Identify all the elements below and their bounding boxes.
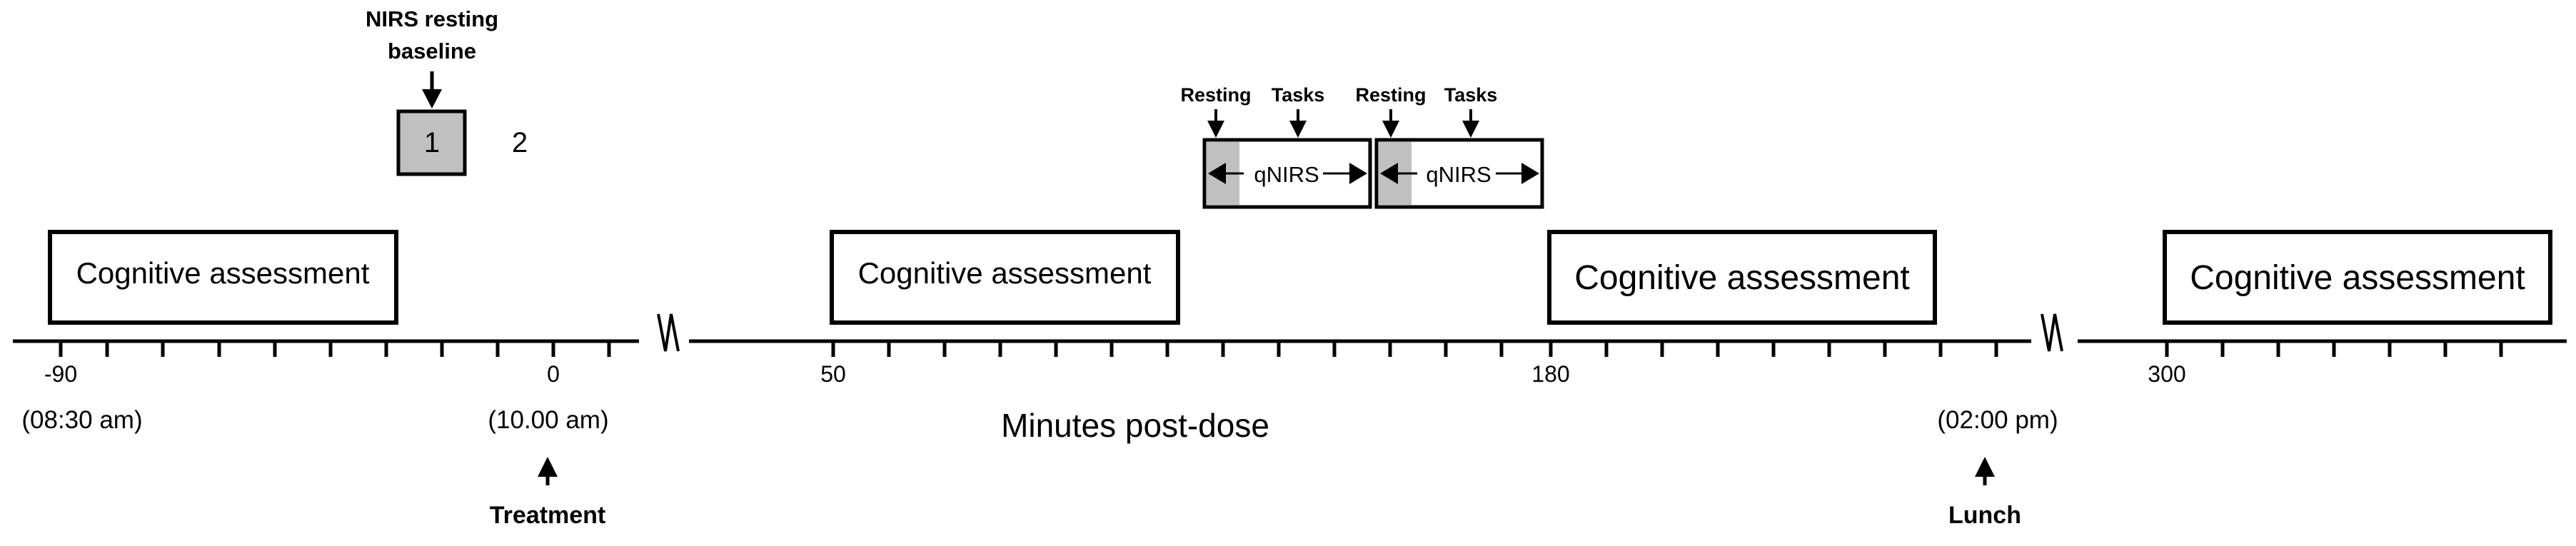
time-label-0200: (02:00 pm) [1937,406,2058,434]
assessment-box-2: Cognitive assessment [830,230,1180,325]
axis-ticks [59,343,2503,357]
assessment-label-2: Cognitive assessment [858,256,1152,290]
qnirs-2-label: qNIRS [1426,162,1491,187]
assessment-label-3: Cognitive assessment [1574,259,1910,297]
tick-label-180: 180 [1531,361,1569,387]
assessment-box-1: Cognitive assessment [48,230,398,325]
assessment-box-3: Cognitive assessment [1547,230,1937,325]
lunch-arrow-head [1975,457,1995,477]
treatment-label: Treatment [490,502,606,529]
assessment-label-1: Cognitive assessment [76,256,370,290]
qnirs-block-1: Resting Tasks qNIRS [1180,84,1372,209]
qnirs-1-label: qNIRS [1254,162,1319,187]
nirs-box-2-label: 2 [512,127,528,158]
qnirs-2-resting-arrowhead [1382,121,1399,138]
qnirs-block-2: Resting Tasks qNIRS [1355,84,1544,209]
assessment-label-4: Cognitive assessment [2190,259,2525,297]
axis-break-marks [657,313,2063,352]
axis-title: Minutes post-dose [1001,407,1269,444]
axis-break-left [657,313,680,352]
nirs-box-1 [396,109,467,176]
nirs-box-1-label: 1 [424,127,440,158]
qnirs-1-resting-arrowhead [1207,121,1224,138]
nirs-title-line2: baseline [388,39,476,64]
tick-label-minus90: -90 [44,361,77,387]
tick-label-50: 50 [820,361,846,387]
assessment-box-4: Cognitive assessment [2163,230,2552,325]
qnirs-2-tasks-label: Tasks [1444,84,1498,106]
qnirs-2-resting-label: Resting [1355,84,1426,106]
nirs-title-line1: NIRS resting [366,6,498,31]
lunch-event: Lunch [1948,457,2021,529]
qnirs-2-arrow-left [1380,163,1398,184]
qnirs-1-arrow-left [1208,163,1226,184]
treatment-event: Treatment [490,457,606,529]
qnirs-1-tasks-label: Tasks [1272,84,1325,106]
tick-label-300: 300 [2148,361,2185,387]
qnirs-1-arrow-right [1349,163,1367,184]
lunch-label: Lunch [1948,502,2021,529]
nirs-baseline: NIRS resting baseline 1 2 [366,6,528,176]
tick-label-0: 0 [547,361,560,387]
qnirs-1-tasks-arrowhead [1289,121,1307,138]
time-label-0830: (08:30 am) [21,406,142,434]
qnirs-2-arrow-right [1521,163,1539,184]
qnirs-1-resting-label: Resting [1180,84,1251,106]
nirs-arrow-head [422,89,442,108]
time-label-1000: (10.00 am) [488,406,608,434]
treatment-arrow-head [538,457,558,477]
qnirs-2-tasks-arrowhead [1462,121,1479,138]
axis-break-right [2041,313,2063,352]
